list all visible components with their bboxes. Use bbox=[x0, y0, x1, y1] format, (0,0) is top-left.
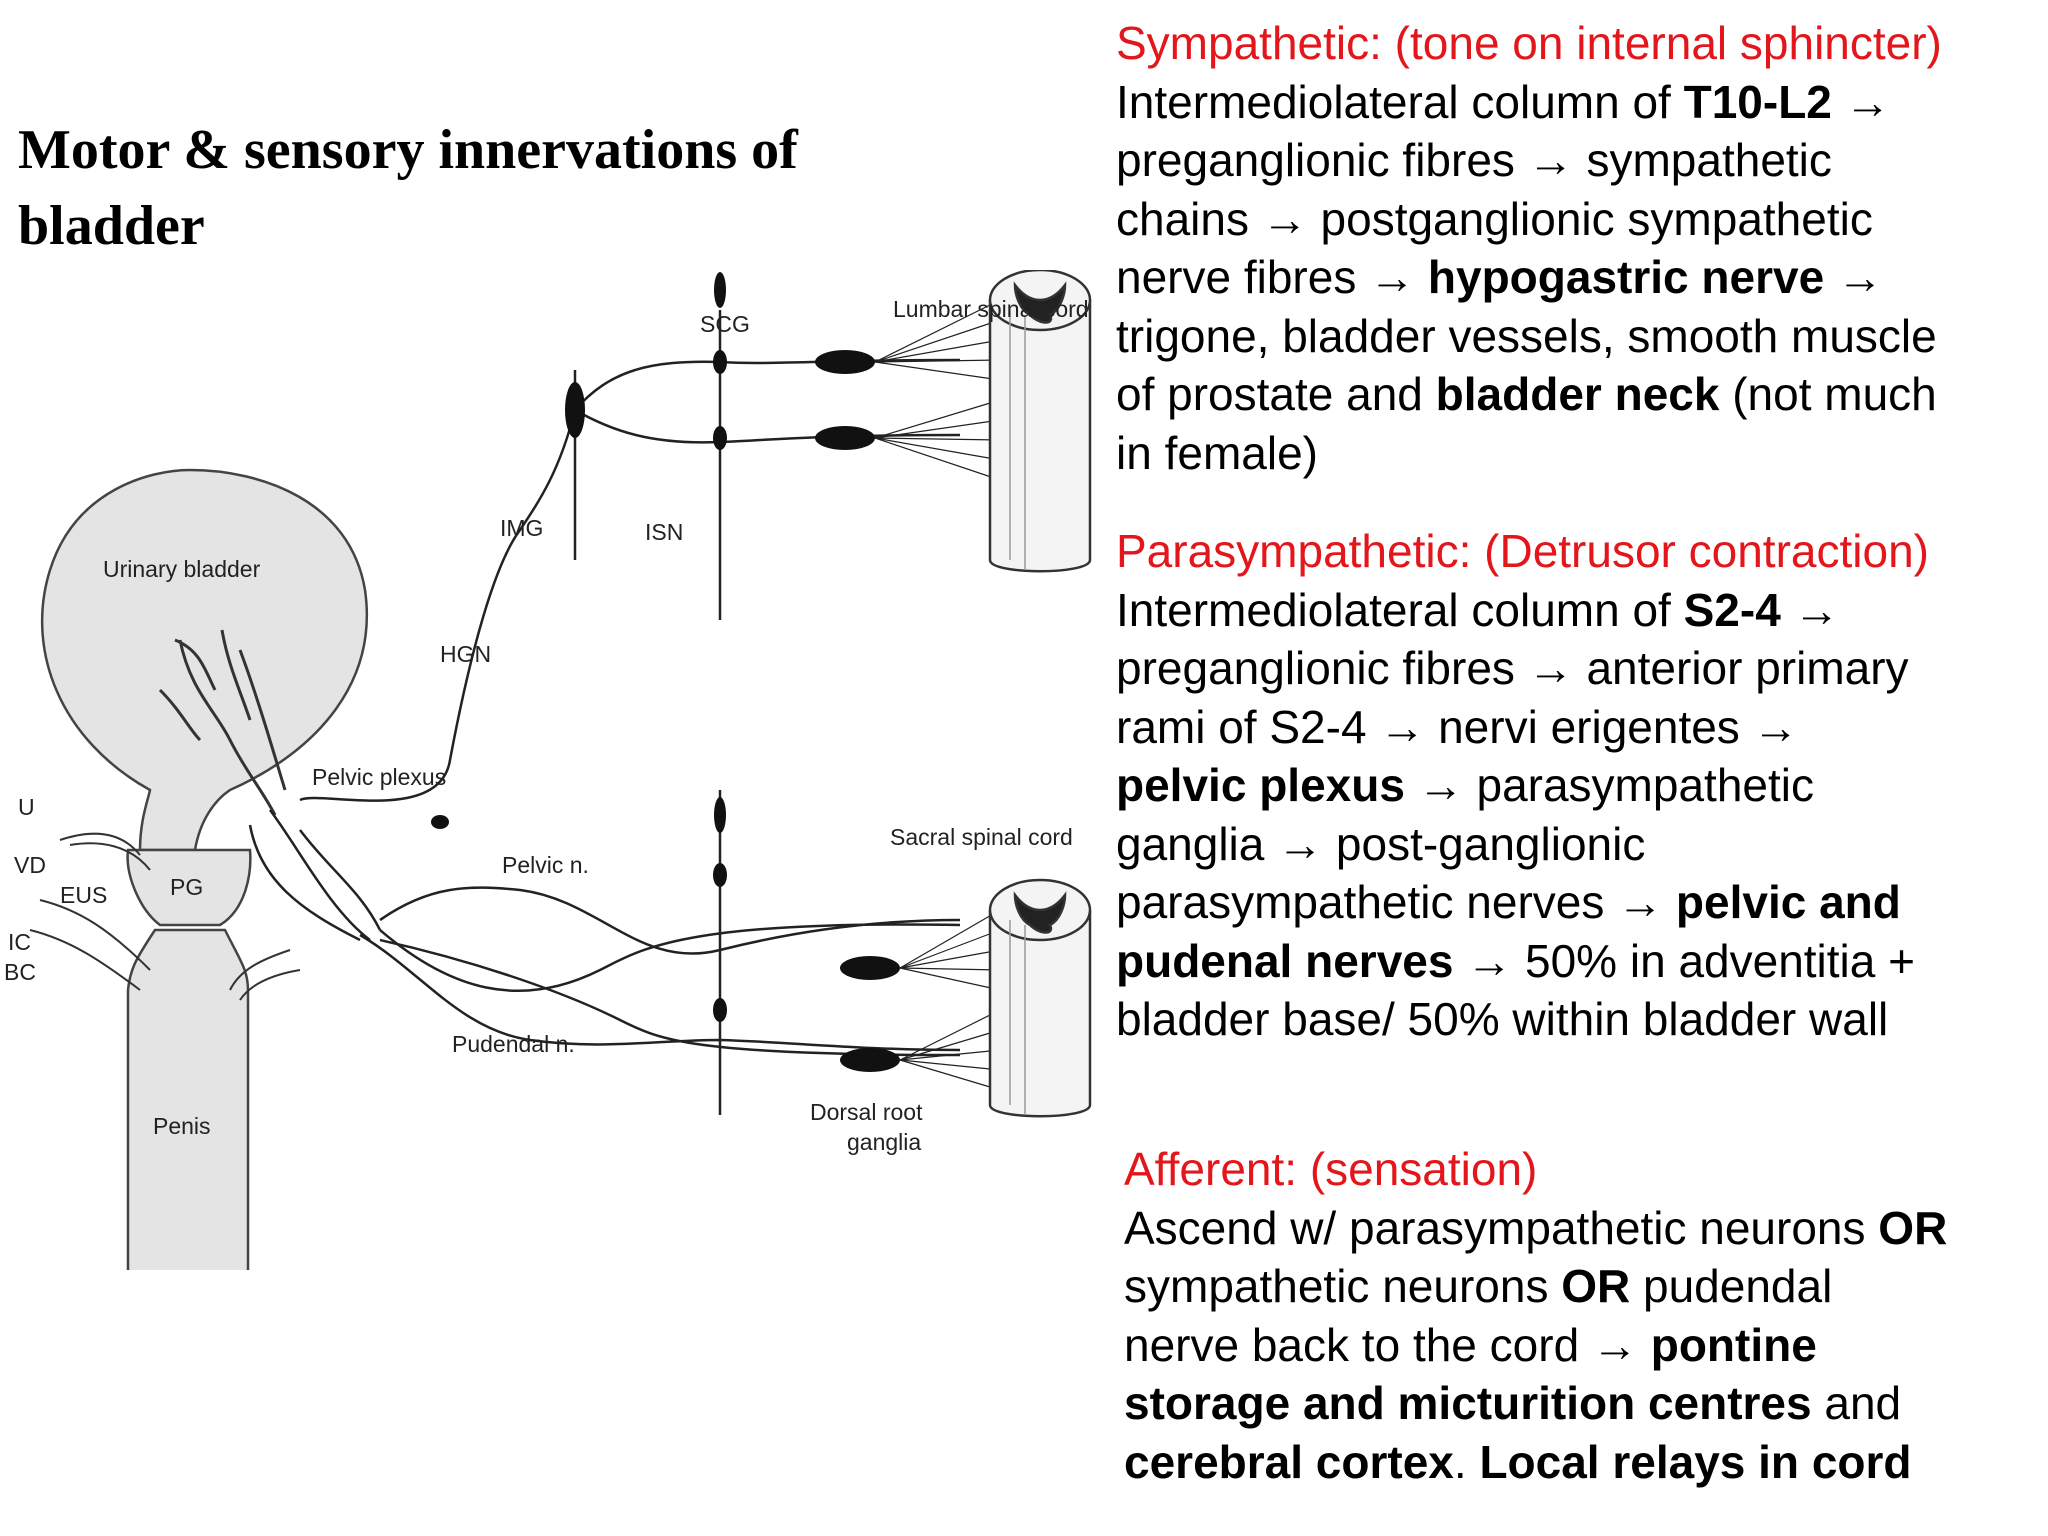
sympathetic-line-4: nerve fibres → hypogastric nerve → bbox=[1116, 251, 1883, 303]
label-img: IMG bbox=[500, 515, 543, 541]
label-u: U bbox=[18, 794, 35, 820]
img-ganglion bbox=[565, 382, 585, 438]
parasympathetic-line-4: pelvic plexus → parasympathetic bbox=[1116, 759, 1814, 811]
pelvic-nerve-2 bbox=[379, 923, 961, 992]
label-pg: PG bbox=[170, 874, 203, 900]
parasympathetic-line-5: ganglia → post-ganglionic bbox=[1116, 817, 1646, 870]
pelvic-plexus-ganglion bbox=[431, 815, 449, 829]
sympathetic-heading: Sympathetic: (tone on internal sphincter… bbox=[1116, 17, 1942, 69]
parasympathetic-heading: Parasympathetic: (Detrusor contraction) bbox=[1116, 525, 1929, 577]
label-bc: BC bbox=[4, 959, 36, 985]
sympathetic-block: Sympathetic: (tone on internal sphincter… bbox=[1116, 14, 1942, 482]
nerve-rootlets bbox=[874, 299, 1001, 1091]
label-sacral-spinal-cord: Sacral spinal cord bbox=[890, 824, 1073, 850]
sympathetic-line-2: preganglionic fibres → sympathetic bbox=[1116, 134, 1832, 186]
sacral-ganglion-top bbox=[714, 797, 726, 833]
pudendal-nerve-2 bbox=[379, 938, 961, 1057]
pelvic-nerve bbox=[379, 886, 961, 955]
urinary-bladder-shape bbox=[41, 468, 368, 852]
innervation-diagram: Urinary bladder Penis PG U VD EUS IC BC … bbox=[4, 270, 1092, 1270]
afferent-heading: Afferent: (sensation) bbox=[1124, 1143, 1538, 1195]
scg-ganglion-1 bbox=[713, 350, 727, 374]
label-pelvic-plexus: Pelvic plexus bbox=[312, 764, 446, 790]
plexus-fibres bbox=[299, 829, 382, 931]
parasympathetic-line-3: rami of S2-4 → nervi erigentes → bbox=[1116, 700, 1799, 753]
afferent-line-4: storage and micturition centres and bbox=[1124, 1377, 1902, 1429]
label-eus: EUS bbox=[60, 882, 107, 908]
label-lumbar-spinal-cord: Lumbar spinal cord bbox=[893, 296, 1089, 322]
sympathetic-line-7: in female) bbox=[1116, 426, 1318, 479]
sympathetic-line-3: chains → postganglionic sympathetic bbox=[1116, 192, 1873, 245]
title-line-2: bladder bbox=[18, 195, 205, 257]
label-hgn: HGN bbox=[440, 641, 491, 667]
prostate-shape bbox=[126, 848, 252, 927]
label-isn: ISN bbox=[645, 519, 683, 545]
parasympathetic-line-8: bladder base/ 50% within bladder wall bbox=[1116, 993, 1889, 1045]
bladder-vessels bbox=[158, 629, 287, 816]
parasympathetic-line-2: preganglionic fibres → anterior primary bbox=[1116, 642, 1909, 694]
parasympathetic-line-1: Intermediolateral column of S2-4 → bbox=[1116, 583, 1840, 636]
isn-lower bbox=[574, 408, 961, 444]
afferent-line-1: Ascend w/ parasympathetic neurons OR bbox=[1124, 1201, 1948, 1254]
afferent-line-5: cerebral cortex. Local relays in cord bbox=[1124, 1435, 1912, 1488]
isn-upper bbox=[574, 358, 961, 411]
label-penis: Penis bbox=[153, 1113, 211, 1139]
afferent-line-2: sympathetic neurons OR pudendal bbox=[1124, 1260, 1833, 1312]
bladder-anatomy bbox=[41, 468, 368, 1270]
drg-sacral-lower bbox=[840, 1048, 900, 1072]
label-drg-line-2: ganglia bbox=[847, 1129, 921, 1155]
label-ic: IC bbox=[8, 929, 31, 955]
ganglia bbox=[431, 272, 900, 1072]
urethral-fibres bbox=[29, 832, 301, 1001]
label-pelvic-n: Pelvic n. bbox=[502, 852, 589, 878]
drg-lumbar-lower bbox=[815, 426, 875, 450]
sympathetic-line-6: of prostate and bladder neck (not much bbox=[1116, 368, 1937, 420]
sympathetic-line-1: Intermediolateral column of T10-L2 → bbox=[1116, 75, 1891, 128]
sympathetic-line-5: trigone, bladder vessels, smooth muscle bbox=[1116, 309, 1937, 362]
label-pudendal-n: Pudendal n. bbox=[452, 1031, 575, 1057]
scg-ganglion-top bbox=[714, 272, 726, 308]
sacral-spinal-cord bbox=[988, 878, 1092, 1118]
scg-ganglion-2 bbox=[713, 426, 727, 450]
sacral-ganglion-1 bbox=[713, 863, 727, 887]
slide-title: Motor & sensory innervations of bladder bbox=[18, 112, 918, 264]
label-drg-line-1: Dorsal root bbox=[810, 1099, 923, 1125]
label-vd: VD bbox=[14, 852, 46, 878]
drg-sacral-upper bbox=[840, 956, 900, 980]
parasympathetic-block: Parasympathetic: (Detrusor contraction) … bbox=[1116, 522, 1929, 1049]
afferent-line-3: nerve back to the cord → pontine bbox=[1124, 1318, 1817, 1371]
hypogastric-nerve bbox=[299, 409, 577, 802]
drg-lumbar-upper bbox=[815, 350, 875, 374]
lumbar-spinal-cord bbox=[988, 270, 1092, 573]
label-scg: SCG bbox=[700, 311, 750, 337]
pudendal-nerve bbox=[359, 933, 961, 1052]
parasympathetic-line-7: pudenal nerves → 50% in adventitia + bbox=[1116, 934, 1916, 987]
penis-shape bbox=[126, 928, 250, 1270]
parasympathetic-line-6: parasympathetic nerves → pelvic and bbox=[1116, 876, 1901, 928]
sacral-ganglion-2 bbox=[713, 998, 727, 1022]
title-line-1: Motor & sensory innervations of bbox=[18, 119, 798, 181]
label-urinary-bladder: Urinary bladder bbox=[103, 556, 261, 582]
afferent-block: Afferent: (sensation) Ascend w/ parasymp… bbox=[1124, 1140, 1947, 1491]
